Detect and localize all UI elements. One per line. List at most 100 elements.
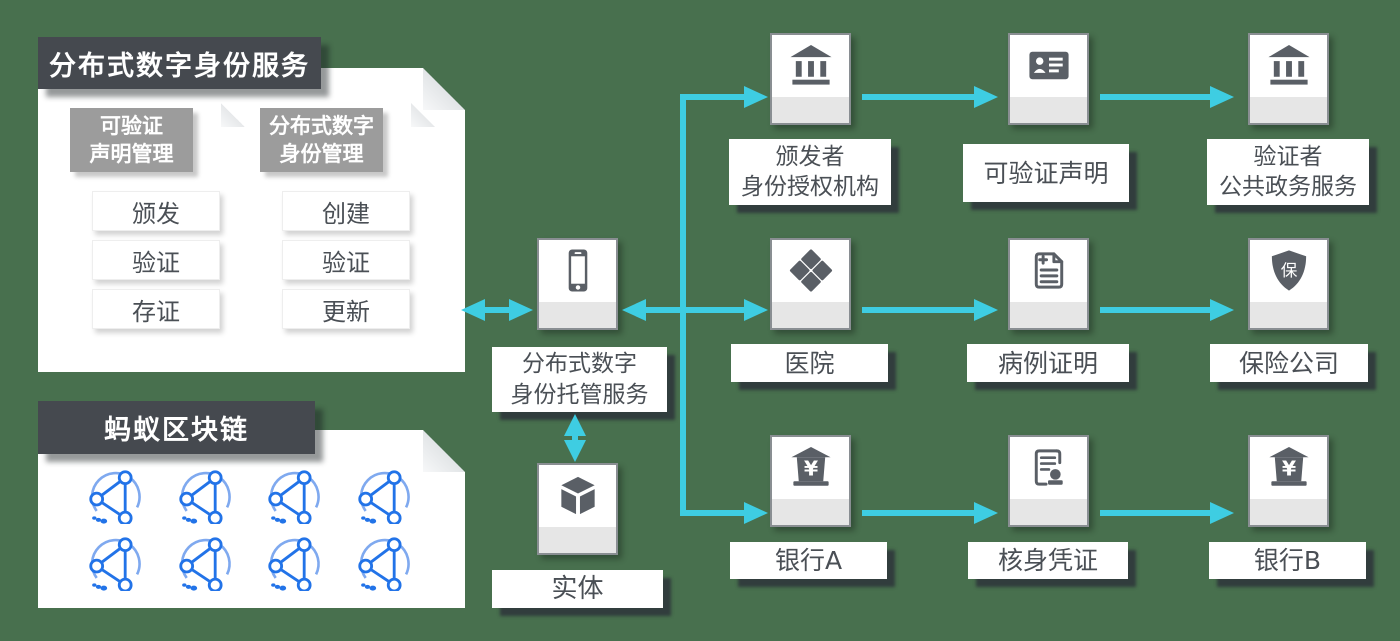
trunk-line — [680, 94, 686, 516]
bank-icon — [787, 42, 834, 89]
verifiable-claim-card — [1008, 33, 1089, 125]
arrow-right-head — [509, 299, 533, 321]
branch-bottom-head — [744, 502, 768, 524]
blockchain-node-icon — [176, 534, 233, 591]
flow-arrow-head — [974, 86, 998, 108]
bank-a-label: 银行A — [730, 542, 887, 579]
label-line: 分布式数字 — [522, 351, 637, 378]
card-strip — [1250, 97, 1327, 123]
panel-header-line: 可验证 — [100, 113, 163, 138]
bank-yuan-icon — [1265, 444, 1312, 491]
card-strip — [539, 302, 616, 328]
flow-arrow-head — [1210, 86, 1234, 108]
stamp-certificate-icon — [1025, 444, 1072, 491]
blockchain-box-title: 蚂蚁区块链 — [38, 401, 315, 454]
label-line: 颁发者 — [775, 143, 845, 170]
flow-arrow-head — [1210, 502, 1234, 524]
panel-header-line: 身份管理 — [279, 142, 364, 166]
smartphone-icon — [554, 247, 601, 294]
action-create-button: 创建 — [282, 191, 410, 231]
blockchain-node-grid — [70, 462, 428, 596]
card-strip — [1010, 302, 1087, 328]
flow-arrow-head — [974, 299, 998, 321]
card-strip — [1250, 302, 1327, 328]
flow-arrow-head — [1210, 299, 1234, 321]
panel-header-line: 声明管理 — [89, 142, 174, 166]
shield-bao-icon — [1265, 247, 1312, 294]
label-line: 验证者 — [1253, 143, 1323, 170]
branch-top-line — [680, 94, 746, 100]
panel-verifiable-claims-header: 可验证 声明管理 — [70, 108, 193, 172]
flow-arrow-line — [862, 307, 976, 313]
hosting-service-card — [537, 238, 618, 330]
medical-record-card — [1008, 238, 1089, 330]
medical-record-label: 病例证明 — [967, 344, 1129, 382]
id-card-icon — [1025, 42, 1072, 89]
action-issue-button: 颁发 — [92, 191, 220, 231]
label-line: 核身凭证 — [997, 546, 1098, 575]
folded-corner — [423, 430, 465, 472]
bank-b-card — [1248, 435, 1329, 527]
flow-arrow-line — [862, 94, 976, 100]
cube-icon — [554, 472, 601, 519]
insurance-label: 保险公司 — [1210, 344, 1368, 382]
arrow-left-head — [461, 299, 485, 321]
folded-corner — [423, 68, 465, 110]
identity-credential-card — [1008, 435, 1089, 527]
branch-mid-left-line — [645, 307, 680, 313]
label-line: 身份托管服务 — [510, 381, 649, 408]
flow-arrow-head — [974, 502, 998, 524]
panel-verifiable-claims: 可验证 声明管理 颁发 验证 存证 — [70, 103, 245, 345]
blockchain-box-title-text: 蚂蚁区块链 — [104, 415, 249, 446]
flow-arrow-line — [1100, 307, 1212, 313]
label-line: 病例证明 — [997, 348, 1098, 378]
verifiable-claim-label: 可验证声明 — [963, 144, 1129, 202]
blockchain-node-icon — [265, 467, 322, 524]
action-verify-button: 验证 — [92, 240, 220, 280]
issuer-card — [770, 33, 851, 125]
panel-did-management-header: 分布式数字 身份管理 — [260, 108, 383, 172]
arrow-down-head — [564, 440, 586, 462]
card-strip — [1010, 499, 1087, 525]
action-store-button: 存证 — [92, 289, 220, 329]
label-line: 可验证声明 — [983, 158, 1109, 188]
blockchain-node-icon — [86, 534, 143, 591]
branch-mid-left-head — [622, 299, 646, 321]
service-box-title-text: 分布式数字身份服务 — [49, 50, 310, 82]
label-line: 银行B — [1253, 546, 1322, 575]
hospital-card — [770, 238, 851, 330]
card-strip — [772, 97, 849, 123]
insurance-card — [1248, 238, 1329, 330]
panel-header-line: 分布式数字 — [269, 113, 374, 138]
identity-credential-label: 核身凭证 — [968, 542, 1128, 579]
label-line: 医院 — [784, 348, 835, 378]
entity-label: 实体 — [492, 570, 663, 608]
verifier-label: 验证者 公共政务服务 — [1207, 139, 1369, 205]
blockchain-node-icon — [176, 467, 233, 524]
issuer-label: 颁发者 身份授权机构 — [729, 139, 891, 205]
bank-icon — [1265, 42, 1312, 89]
card-strip — [1010, 97, 1087, 123]
flow-arrow-line — [1100, 94, 1212, 100]
action-verify-button: 验证 — [282, 240, 410, 280]
blockchain-node-icon — [355, 467, 412, 524]
card-strip — [772, 302, 849, 328]
label-line: 实体 — [551, 573, 604, 604]
service-box-title: 分布式数字身份服务 — [38, 37, 321, 89]
verifier-card — [1248, 33, 1329, 125]
label-line: 银行A — [774, 546, 843, 575]
bank-b-label: 银行B — [1209, 542, 1366, 579]
bank-yuan-icon — [787, 444, 834, 491]
card-strip — [1250, 499, 1327, 525]
blockchain-node-icon — [265, 534, 322, 591]
entity-card — [537, 463, 618, 555]
arrow-up-head — [564, 414, 586, 436]
branch-mid-right-line — [686, 307, 746, 313]
blockchain-node-icon — [86, 467, 143, 524]
arrow-line — [572, 430, 578, 446]
label-line: 保险公司 — [1238, 348, 1339, 378]
flow-arrow-line — [862, 510, 976, 516]
label-line: 身份授权机构 — [741, 174, 879, 200]
blockchain-node-icon — [355, 534, 412, 591]
